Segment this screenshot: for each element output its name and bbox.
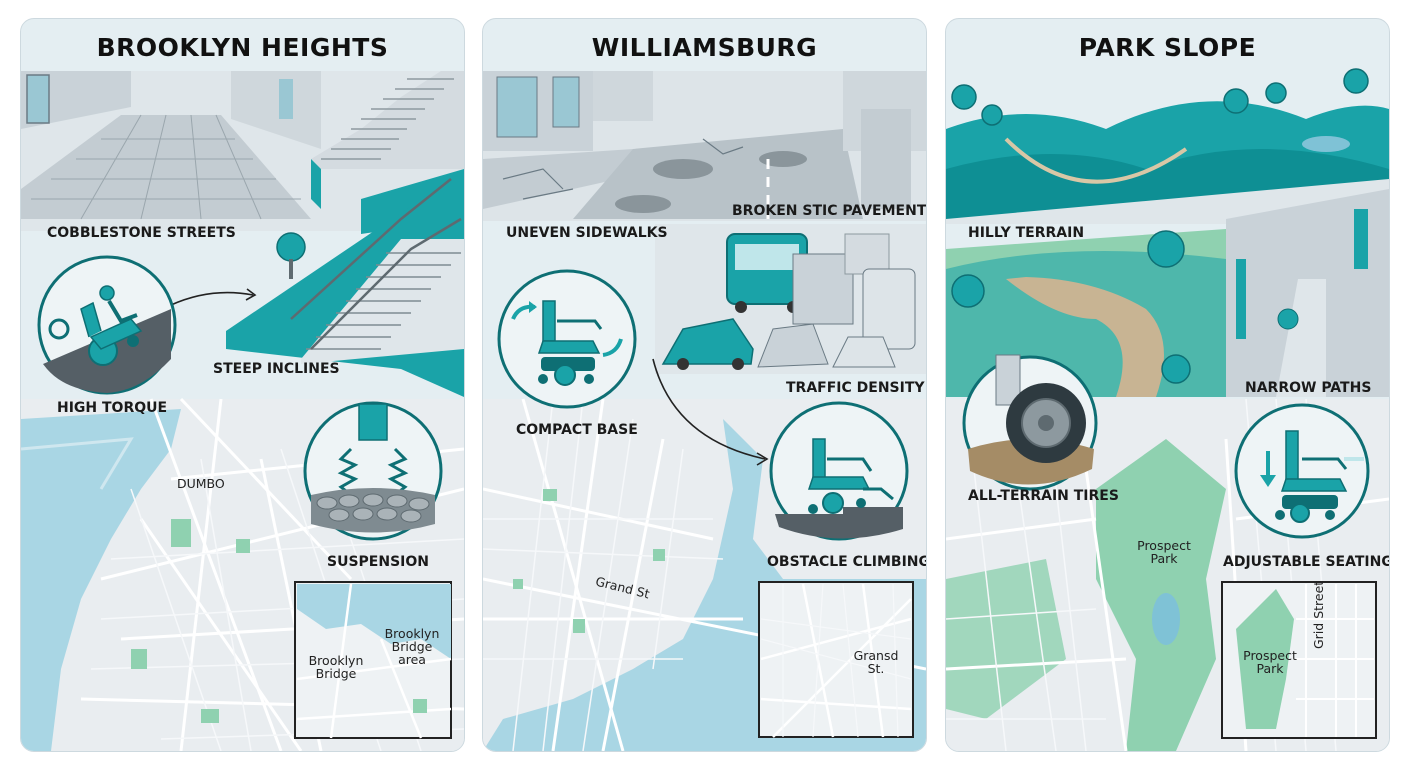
map-label-dumbo: DUMBO — [177, 476, 225, 491]
inset-label-grand-st: Gransd St. — [853, 648, 899, 677]
label-traffic-density: TRAFFIC DENSITY — [786, 380, 925, 396]
torque-to-incline-arrow — [170, 291, 254, 306]
compact-base-icon — [497, 269, 637, 409]
map-label-prospect-park: Prospect Park — [1137, 538, 1191, 567]
park-slope-illustration — [946, 68, 1389, 751]
obstacle-climbing-icon — [769, 401, 909, 541]
label-high-torque: HIGH TORQUE — [57, 400, 168, 416]
inset-label-grid-street: Grid Street — [1311, 580, 1326, 649]
williamsburg-illustration — [483, 71, 926, 751]
adjustable-seating-icon — [1234, 403, 1370, 539]
cobblestone-street-scene — [21, 71, 464, 234]
label-steep-inclines: STEEP INCLINES — [213, 361, 340, 377]
high-torque-icon — [37, 255, 177, 395]
label-adjustable-seating: ADJUSTABLE SEATING — [1223, 554, 1390, 570]
label-compact-base: COMPACT BASE — [516, 422, 638, 438]
label-narrow-paths: NARROW PATHS — [1245, 380, 1372, 396]
panel-title: WILLIAMSBURG — [591, 33, 818, 62]
inset-label-brooklyn-bridge-area: Brooklyn Bridge area — [384, 626, 440, 668]
inset-label-brooklyn-bridge: Brooklyn Bridge — [308, 653, 364, 682]
label-hilly-terrain: HILLY TERRAIN — [968, 225, 1085, 241]
traffic-scene — [655, 224, 926, 374]
brooklyn-heights-illustration — [21, 71, 464, 751]
hilly-terrain-scene — [946, 68, 1389, 224]
label-broken-pavement: BROKEN STIC PAVEMENT — [732, 203, 927, 219]
broken-sidewalk-scene — [483, 71, 926, 221]
label-obstacle-climbing: OBSTACLE CLIMBING — [767, 554, 927, 570]
williamsburg-map — [483, 398, 926, 751]
panel-title: BROOKLYN HEIGHTS — [96, 33, 389, 62]
panel-park-slope: PARK SLOPE HILLY TERRAIN NARROW PATHS AL… — [945, 18, 1390, 752]
panel-title: PARK SLOPE — [1078, 33, 1257, 62]
inset-label-prospect-park: Prospect Park — [1243, 648, 1297, 677]
suspension-icon — [303, 401, 443, 541]
steep-incline-scene — [226, 178, 464, 397]
label-uneven-sidewalks: UNEVEN SIDEWALKS — [506, 225, 668, 241]
panel-williamsburg: WILLIAMSBURG BROKEN STIC PAVEMENT UNEVEN… — [482, 18, 927, 752]
all-terrain-tire-icon — [962, 354, 1098, 491]
label-cobblestone-streets: COBBLESTONE STREETS — [47, 225, 236, 241]
compact-to-obstacle-arrow — [652, 358, 766, 460]
label-all-terrain-tires: ALL-TERRAIN TIRES — [968, 488, 1119, 504]
panel-brooklyn-heights: BROOKLYN HEIGHTS COBBLESTONE STREETS STE… — [20, 18, 465, 752]
label-suspension: SUSPENSION — [327, 554, 429, 570]
